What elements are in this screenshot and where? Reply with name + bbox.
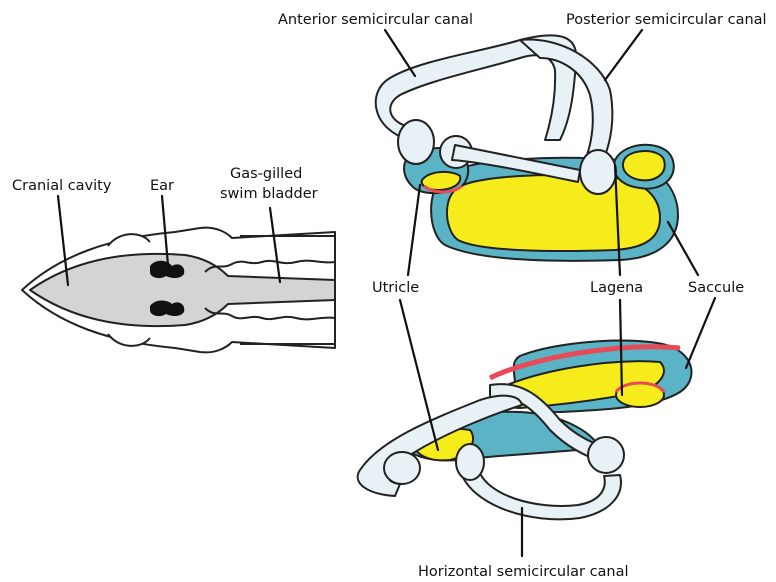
saccule-upper-otolith (447, 175, 660, 251)
label-swim-bladder-line1: Gas-gilled (230, 166, 302, 182)
label-ear: Ear (150, 178, 174, 194)
label-cranial-cavity: Cranial cavity (12, 178, 112, 194)
label-anterior-canal: Anterior semicircular canal (278, 12, 473, 28)
leader-posterior-canal (605, 30, 642, 80)
leader-utricle-upper (408, 185, 420, 275)
inner-ear-medial-view (358, 341, 692, 520)
leader-saccule-upper (668, 222, 698, 275)
label-swim-bladder-line2: swim bladder (220, 186, 318, 202)
label-utricle: Utricle (372, 280, 419, 296)
inner-ear-lateral-view (376, 35, 678, 261)
label-horizontal-canal: Horizontal semicircular canal (418, 564, 629, 580)
horizontal-canal (460, 468, 621, 519)
fish-head-dorsal-view (22, 228, 335, 353)
anterior-ampulla (398, 120, 434, 164)
posterior-ampulla (580, 150, 616, 194)
lower-ampulla-middle (456, 444, 484, 480)
label-posterior-canal: Posterior semicircular canal (566, 12, 767, 28)
label-saccule: Saccule (688, 280, 744, 296)
lagena-upper-otolith (623, 151, 665, 180)
lower-ampulla-right (588, 437, 624, 473)
label-lagena: Lagena (590, 280, 643, 296)
lower-ampulla-left (384, 452, 420, 484)
leader-saccule-lower (686, 298, 715, 368)
leader-anterior-canal (385, 30, 415, 76)
